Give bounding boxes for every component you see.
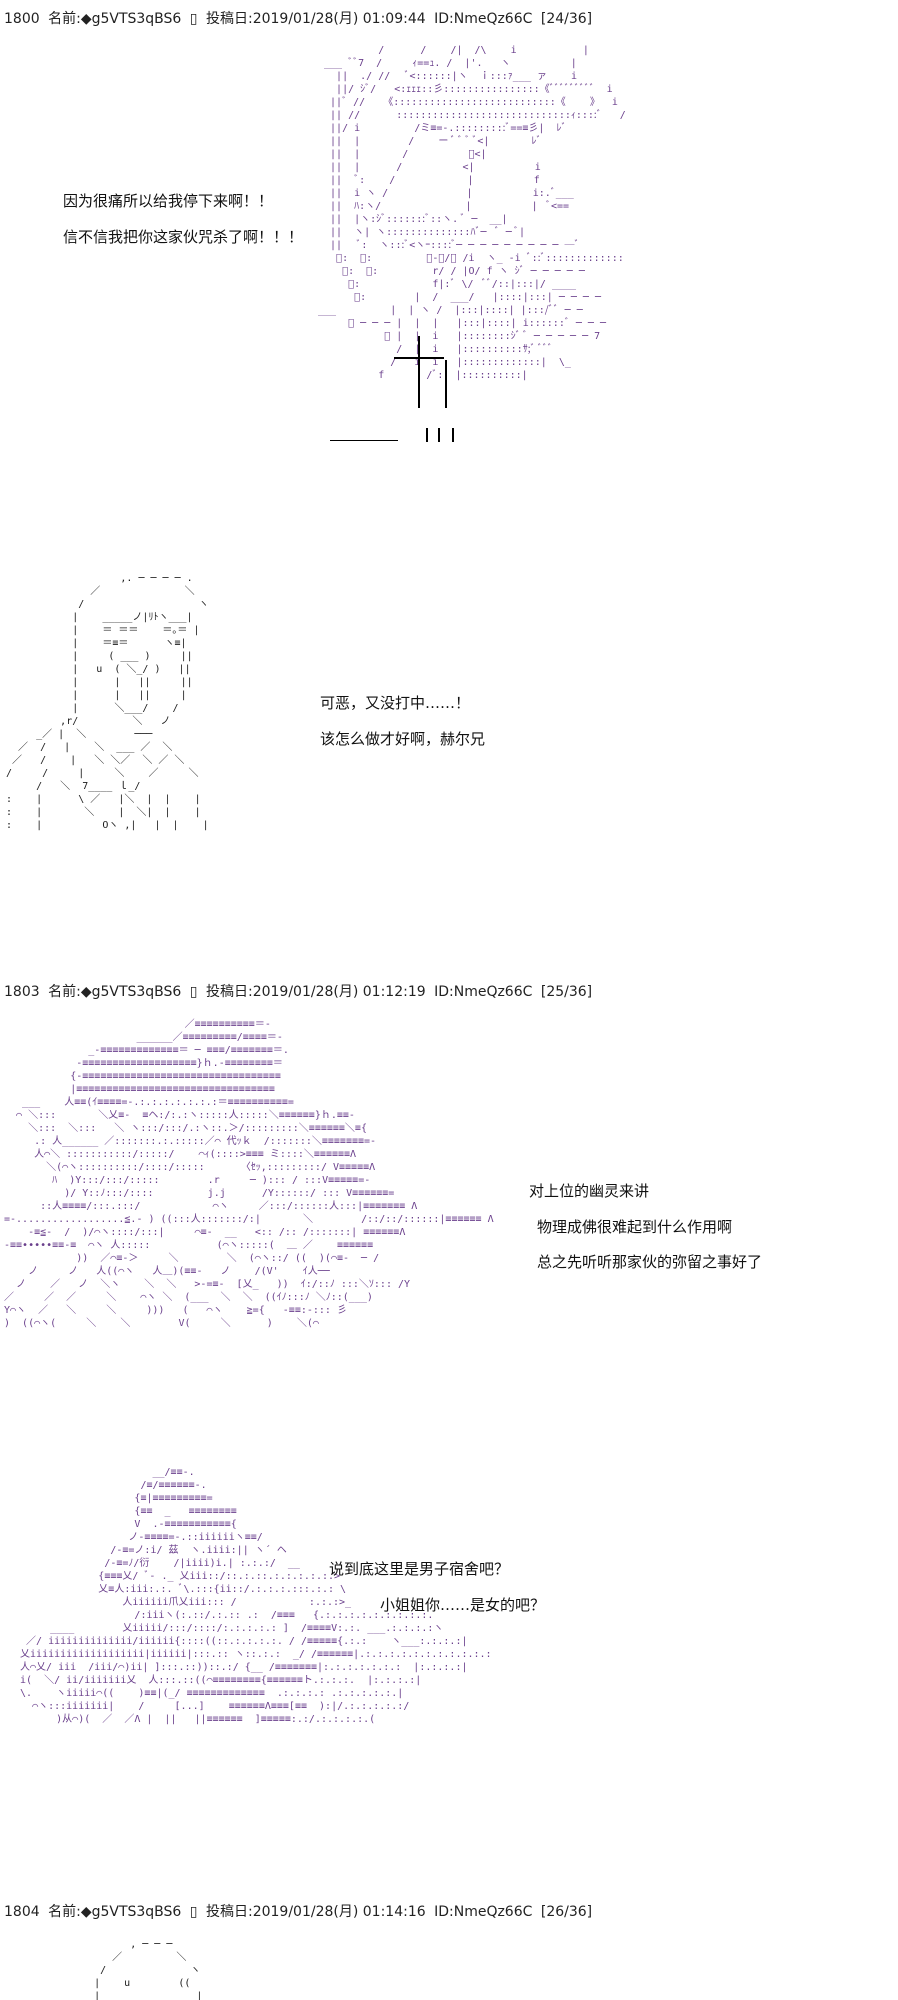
name-label: 名前: (48, 11, 81, 27)
page-counter: [24/36] (540, 11, 593, 27)
dialog-line: 小姐姐你……是女的吧？ (380, 1596, 546, 1614)
dialog-line: 物理成佛很难起到什么作用啊 (537, 1218, 733, 1236)
poster-id: ID:NmeQz66C (434, 11, 533, 27)
name-label: 名前: (48, 1904, 81, 1920)
date-label: 投稿日: (205, 11, 253, 27)
page-counter: [26/36] (540, 1904, 593, 1920)
dialog-line: 该怎么做才好啊，赫尔兄 (320, 730, 486, 748)
sword-blade-mark (418, 336, 420, 408)
post-header: 1804 名前:◆g5VTS3qBS6 ▯ 投稿日:2019/01/28(月) … (4, 1901, 592, 1921)
post-header: 1803 名前:◆g5VTS3qBS6 ▯ 投稿日:2019/01/28(月) … (4, 981, 592, 1001)
fist-mark-1 (426, 428, 428, 442)
post-date: 2019/01/28(月) 01:14:16 (252, 1904, 426, 1920)
ground-line (330, 440, 398, 441)
post-header: 1800 名前:◆g5VTS3qBS6 ▯ 投稿日:2019/01/28(月) … (4, 8, 592, 28)
post-number: 1803 (4, 984, 40, 1000)
post-number: 1800 (4, 11, 40, 27)
ascii-art-partial-head: , ─ ─ ─ ／ ＼ / ヽ | u (( | | (94, 1939, 203, 2000)
post-number: 1804 (4, 1904, 40, 1920)
ascii-art-hat-figure: __/≡≡-. /≡/≡≡≡≡≡≡-. {≡|≡≡≡≡≡≡≡≡≡= {≡≡ _ … (20, 1467, 492, 1725)
tripcode: ◆g5VTS3qBS6 (80, 1904, 182, 1920)
dialog-line: 对上位的幽灵来讲 (529, 1182, 650, 1200)
fist-mark-2 (438, 428, 440, 442)
ascii-art-armored-figure: / / /| /\ i | ___ ﾞﾞ7 / ｨ==ｭ. / |'. ヽ | … (318, 45, 626, 381)
dialog-line: 说到底这里是男子宿舍吧？ (329, 1560, 510, 1578)
box-glyph: ▯ (189, 984, 198, 1000)
date-label: 投稿日: (205, 984, 253, 1000)
ascii-art-long-hair-figure: ／≡≡≡≡≡≡≡≡≡≡＝- ______／≡≡≡≡≡≡≡≡≡/≡≡≡≡＝- _-… (4, 1019, 494, 1329)
dialog-line: 信不信我把你这家伙咒杀了啊！！！ (63, 228, 304, 246)
dialog-line: 总之先听听那家伙的弥留之事好了 (537, 1253, 763, 1271)
box-glyph: ▯ (189, 11, 198, 27)
poster-id: ID:NmeQz66C (434, 984, 533, 1000)
poster-id: ID:NmeQz66C (434, 1904, 533, 1920)
page-counter: [25/36] (540, 984, 593, 1000)
dialog-line: 因为很痛所以给我停下来啊！！ (63, 192, 274, 210)
tripcode: ◆g5VTS3qBS6 (80, 11, 182, 27)
name-label: 名前: (48, 984, 81, 1000)
fist-mark-3 (452, 428, 454, 442)
sword-hilt-mark (445, 360, 447, 408)
dialog-line: 可恶，又没打中……！ (320, 694, 471, 712)
box-glyph: ▯ (189, 1904, 198, 1920)
tripcode: ◆g5VTS3qBS6 (80, 984, 182, 1000)
ascii-art-bald-man: ,. ─ ─ ─ ─ . ／ ＼ / ヽ | _____ノ|ﾘﾄヽ___| | … (6, 573, 209, 831)
post-date: 2019/01/28(月) 01:12:19 (252, 984, 426, 1000)
post-date: 2019/01/28(月) 01:09:44 (252, 11, 426, 27)
date-label: 投稿日: (205, 1904, 253, 1920)
